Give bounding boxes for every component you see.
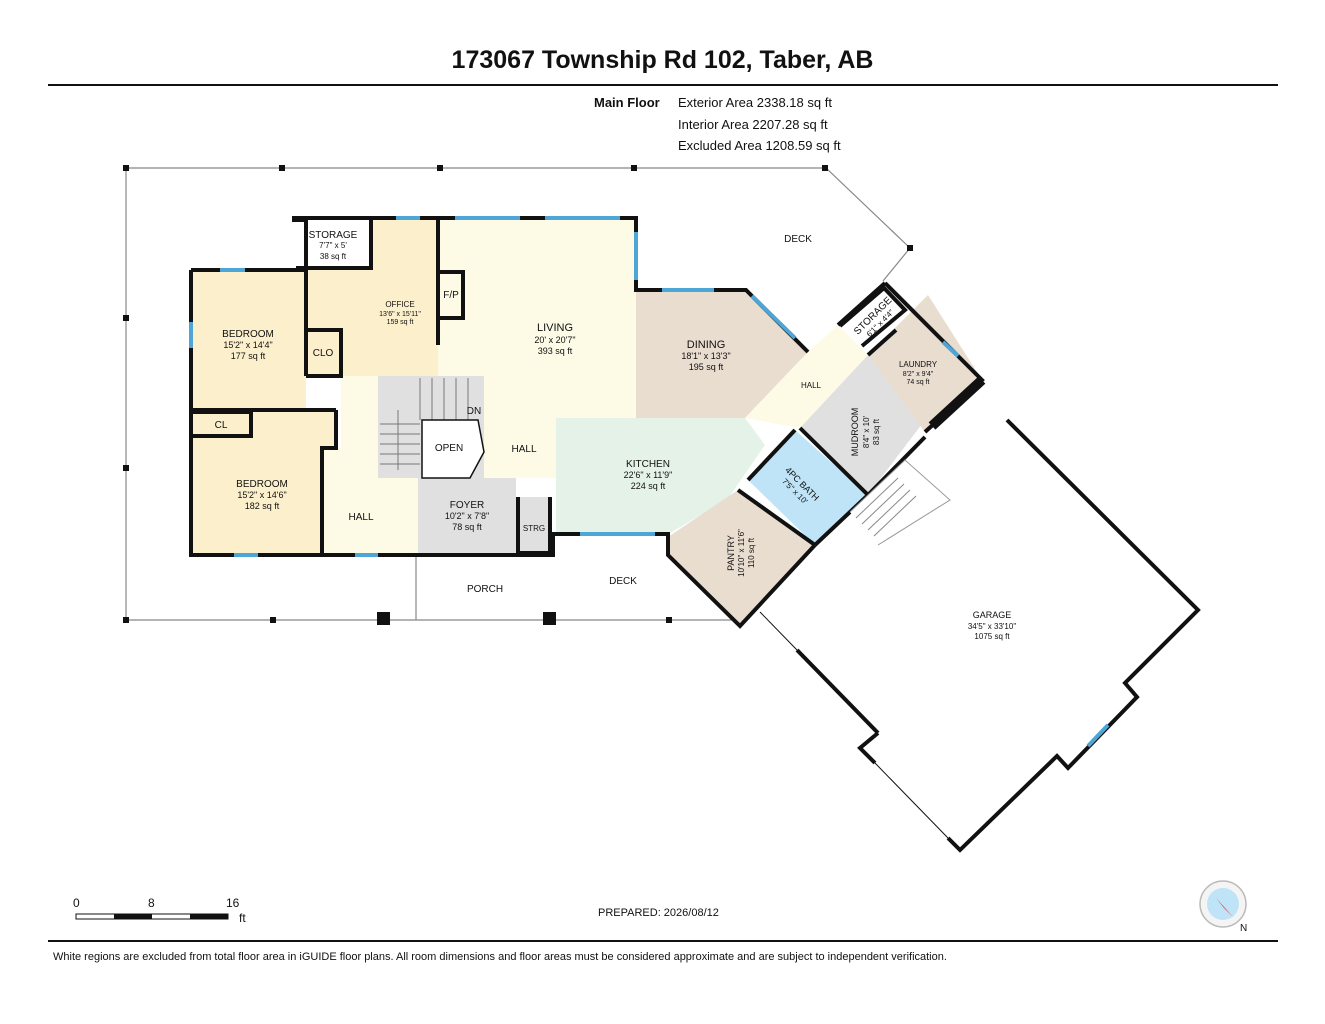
kitchen-area (556, 418, 765, 534)
scale-label-0: 0 (73, 896, 80, 910)
dining-dims: 18'1" x 13'3" (681, 351, 730, 361)
kitchen-area: 224 sq ft (631, 481, 666, 491)
footer-rule (48, 940, 1278, 942)
laundry-dims: 8'2" x 9'4" (903, 371, 934, 378)
dining-name: DINING (687, 339, 726, 351)
bedroom-1-dims: 15'2" x 14'4" (223, 340, 272, 350)
mudroom-name: MUDROOM (850, 408, 860, 457)
laundry-area: 74 sq ft (907, 379, 930, 386)
mudroom-area (800, 355, 925, 495)
north-arrow-icon (1216, 898, 1233, 917)
storage-top-area (296, 219, 371, 268)
pantry-name: PANTRY (726, 535, 736, 571)
laundry-name: LAUNDRY (899, 360, 938, 369)
garage-area: 1075 sq ft (974, 632, 1010, 641)
bedroom-2-dims: 15'2" x 14'6" (237, 490, 286, 500)
dining-area: 195 sq ft (689, 362, 724, 372)
bedroom-2-area (191, 412, 336, 555)
hall-right-name: HALL (801, 381, 822, 390)
pantry-dims: 10'10" x 11'6" (737, 529, 746, 577)
page-title: 173067 Township Rd 102, Taber, AB (451, 46, 874, 74)
bedroom-1-name: BEDROOM (222, 329, 274, 340)
windows (189, 216, 1110, 748)
office-dims: 13'6" x 15'11" (379, 311, 421, 318)
foyer-dims: 10'2" x 7'8" (445, 511, 489, 521)
bedroom-2-name: BEDROOM (236, 479, 288, 490)
deck-bottom-name: DECK (609, 576, 637, 587)
bedroom-1-area: 177 sq ft (231, 351, 266, 361)
office-name: OFFICE (385, 300, 414, 309)
foyer-name: FOYER (450, 500, 484, 511)
living-dims: 20' x 20'7" (534, 335, 575, 345)
pantry-area (668, 490, 815, 625)
scale-unit: ft (239, 911, 246, 925)
garage-dims: 34'5" x 33'10" (968, 622, 1016, 631)
mudroom-area: 83 sq ft (872, 418, 881, 445)
kitchen-dims: 22'6" x 11'9" (624, 470, 673, 480)
foyer-area: 78 sq ft (452, 522, 482, 532)
kitchen-name: KITCHEN (626, 459, 670, 470)
disclaimer: White regions are excluded from total fl… (53, 951, 947, 963)
scale-bar (75, 913, 229, 920)
office-area: 159 sq ft (387, 319, 414, 326)
garage-name: GARAGE (973, 610, 1012, 620)
hall-right-area (745, 325, 868, 428)
dn-label: DN (467, 406, 481, 417)
bath-area (748, 430, 868, 545)
bedroom-2-area: 182 sq ft (245, 501, 280, 511)
fp-name: F/P (443, 290, 459, 301)
laundry-area (868, 295, 982, 432)
hall-left-area (324, 376, 418, 555)
mudroom-dims: 8'4" x 10' (862, 415, 871, 448)
storage-top-name: STORAGE (309, 230, 358, 241)
cl-name: CL (215, 420, 228, 431)
interior-area: Interior Area 2207.28 sq ft (678, 117, 828, 132)
stairs (380, 378, 485, 479)
hall-left-name: HALL (348, 512, 373, 523)
compass: N (1199, 880, 1247, 934)
living-area: 393 sq ft (538, 346, 573, 356)
garage (757, 376, 1201, 853)
storage-top-area: 38 sq ft (320, 252, 347, 261)
compass-north-label: N (1240, 923, 1247, 934)
foyer-area (418, 478, 516, 553)
dining-area (636, 290, 808, 418)
hall-center-name: HALL (511, 444, 536, 455)
floor-name: Main Floor (594, 95, 660, 110)
scale-label-16: 16 (226, 896, 240, 910)
strg-name: STRG (523, 524, 545, 533)
pantry-area: 110 sq ft (747, 537, 756, 568)
scale-label-8: 8 (148, 896, 155, 910)
deck-posts (123, 165, 913, 625)
porch-name: PORCH (467, 584, 503, 595)
bedroom-1-area (191, 270, 306, 409)
exterior-area: Exterior Area 2338.18 sq ft (678, 95, 832, 110)
strg-area (518, 497, 550, 553)
prepared-date: PREPARED: 2026/08/12 (598, 907, 719, 919)
storage-top-dims: 7'7" x 5' (319, 241, 347, 250)
header-rule (48, 84, 1278, 86)
clo-name: CLO (313, 348, 334, 359)
living-name: LIVING (537, 322, 573, 334)
open-label: OPEN (435, 443, 463, 454)
excluded-area: Excluded Area 1208.59 sq ft (678, 138, 841, 153)
deck-top-name: DECK (784, 234, 812, 245)
